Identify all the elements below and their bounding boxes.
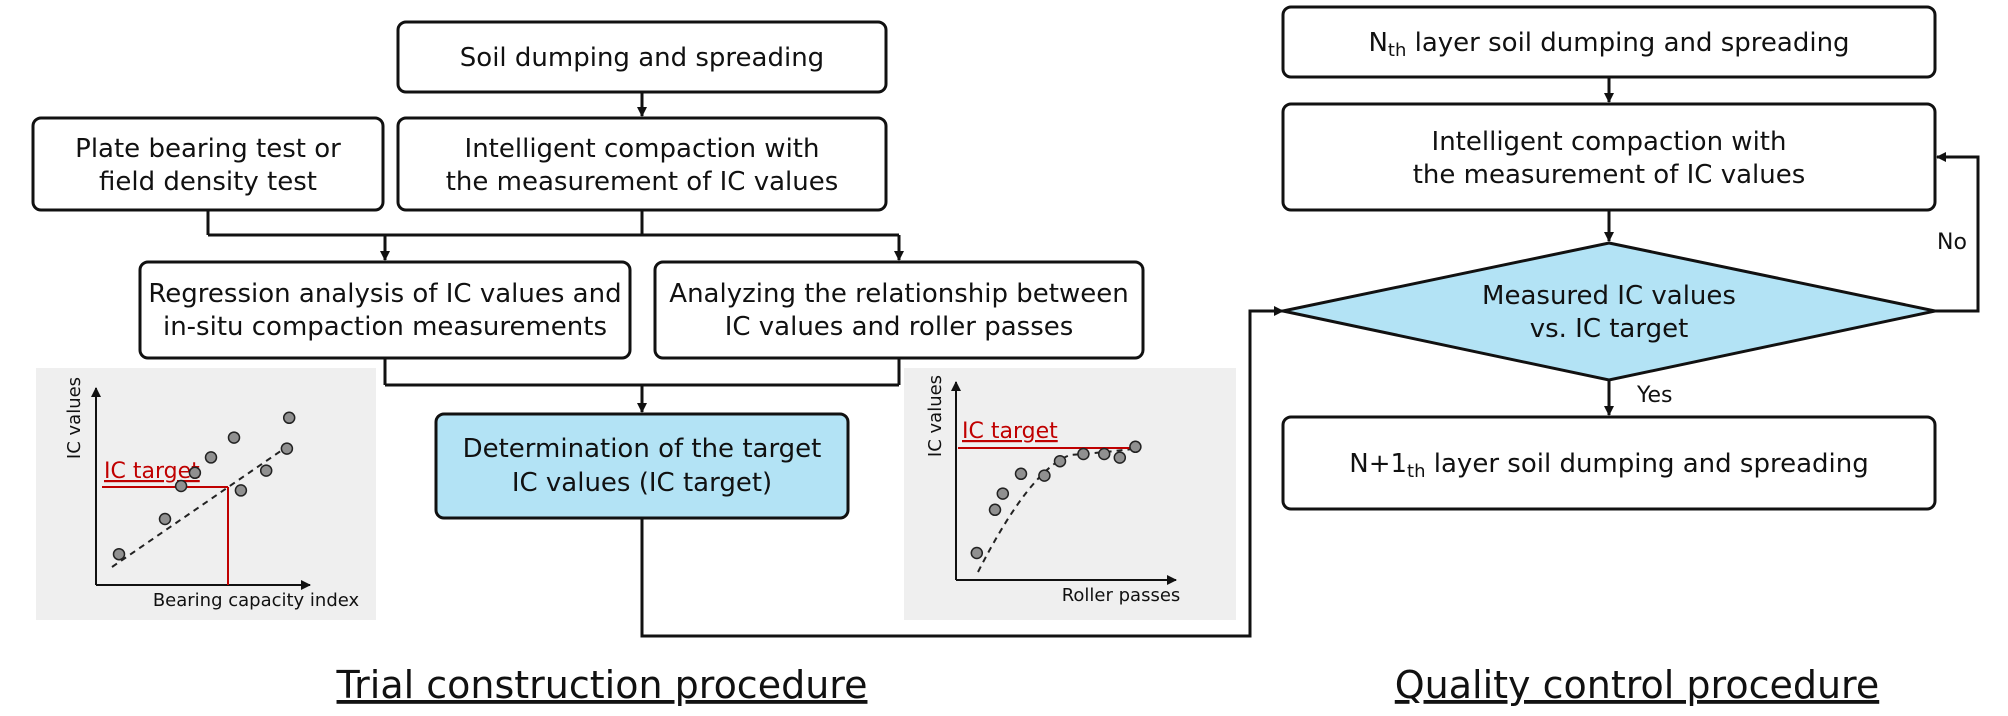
- right-chart-point: [996, 487, 1010, 500]
- right-chart-xlabel: Roller passes: [1062, 585, 1181, 606]
- decision-line-1: Measured IC values: [1482, 281, 1736, 311]
- nth-layer-rest: layer soil dumping and spreading: [1406, 28, 1849, 58]
- trial-connectors: [206, 92, 1284, 638]
- right-chart-point: [1038, 469, 1051, 482]
- right-chart-target-label: IC target: [962, 419, 1058, 444]
- qc-procedure-title: Quality control procedure: [1395, 663, 1879, 707]
- left-chart-point: [158, 512, 172, 526]
- qc-ic-line-2: the measurement of IC values: [1413, 160, 1806, 190]
- right-chart-point: [970, 546, 984, 560]
- right-chart-point: [1097, 447, 1111, 461]
- next-layer-sub: th: [1407, 461, 1425, 482]
- qc-ic-line-1: Intelligent compaction with: [1432, 127, 1787, 157]
- nth-layer-n: N: [1368, 28, 1387, 58]
- analyzing-line-1: Analyzing the relationship between: [669, 279, 1128, 309]
- regression-line-2: in-situ compaction measurements: [163, 312, 607, 342]
- yes-label: Yes: [1636, 383, 1673, 408]
- trial-procedure-title: Trial construction procedure: [336, 663, 868, 707]
- left-chart-point: [174, 479, 188, 493]
- left-chart-point: [188, 466, 202, 480]
- decision-line-2: vs. IC target: [1530, 314, 1689, 344]
- ic-measurement-line-2: the measurement of IC values: [446, 167, 839, 197]
- left-chart-point: [282, 411, 296, 425]
- right-chart-point: [988, 503, 1002, 517]
- target-line-2: IC values (IC target): [512, 468, 772, 498]
- plate-bearing-line-1: Plate bearing test or: [75, 134, 341, 164]
- left-chart-point: [112, 547, 126, 561]
- nth-layer-sub: th: [1388, 40, 1406, 61]
- next-layer-n: N+1: [1349, 449, 1407, 479]
- soil-dumping-label: Soil dumping and spreading: [460, 43, 824, 73]
- qc-connectors: [1604, 77, 1980, 416]
- soil-dumping-box: Soil dumping and spreading: [396, 20, 888, 94]
- ic-measurement-box: Intelligent compaction with the measurem…: [396, 116, 888, 212]
- target-line-1: Determination of the target: [463, 434, 822, 464]
- next-layer-box: N+1th layer soil dumping and spreading: [1281, 415, 1937, 511]
- regression-line-1: Regression analysis of IC values and: [148, 279, 621, 309]
- regression-box: Regression analysis of IC values and in-…: [138, 260, 632, 360]
- right-chart-points: [970, 440, 1142, 560]
- left-chart-point: [204, 451, 218, 464]
- left-chart-point: [259, 464, 273, 477]
- right-chart-point: [1014, 467, 1028, 481]
- next-layer-label: N+1th layer soil dumping and spreading: [1349, 449, 1868, 482]
- analyzing-line-2: IC values and roller passes: [725, 312, 1074, 342]
- plate-bearing-box: Plate bearing test or field density test: [31, 116, 385, 212]
- analyzing-box: Analyzing the relationship between IC va…: [653, 260, 1145, 360]
- left-chart-xlabel: Bearing capacity index: [153, 590, 360, 611]
- no-label: No: [1937, 230, 1967, 255]
- right-chart-point: [1129, 440, 1142, 454]
- left-chart-points: [112, 411, 296, 561]
- nth-layer-box: Nth layer soil dumping and spreading: [1281, 5, 1937, 79]
- roller-passes-chart: IC values Roller passes IC target: [904, 368, 1236, 620]
- right-chart-point: [1053, 454, 1067, 468]
- nth-layer-label: Nth layer soil dumping and spreading: [1368, 28, 1849, 61]
- left-chart-point: [234, 484, 248, 497]
- left-chart-point: [280, 442, 294, 455]
- right-chart-point: [1077, 447, 1090, 461]
- plate-bearing-line-2: field density test: [99, 167, 317, 197]
- qc-ic-measurement-box: Intelligent compaction with the measurem…: [1281, 102, 1937, 212]
- right-chart-point: [1113, 451, 1127, 464]
- target-determination-box: Determination of the target IC values (I…: [434, 412, 850, 520]
- next-layer-rest: layer soil dumping and spreading: [1426, 449, 1869, 479]
- decision-diamond: Measured IC values vs. IC target: [1282, 241, 1936, 382]
- ic-measurement-line-1: Intelligent compaction with: [465, 134, 820, 164]
- regression-chart: IC values Bearing capacity index IC targ…: [36, 368, 376, 620]
- right-chart-ylabel: IC values: [925, 375, 946, 457]
- left-chart-target-label: IC target: [104, 459, 200, 484]
- left-chart-ylabel: IC values: [64, 377, 85, 459]
- left-chart-point: [227, 431, 241, 444]
